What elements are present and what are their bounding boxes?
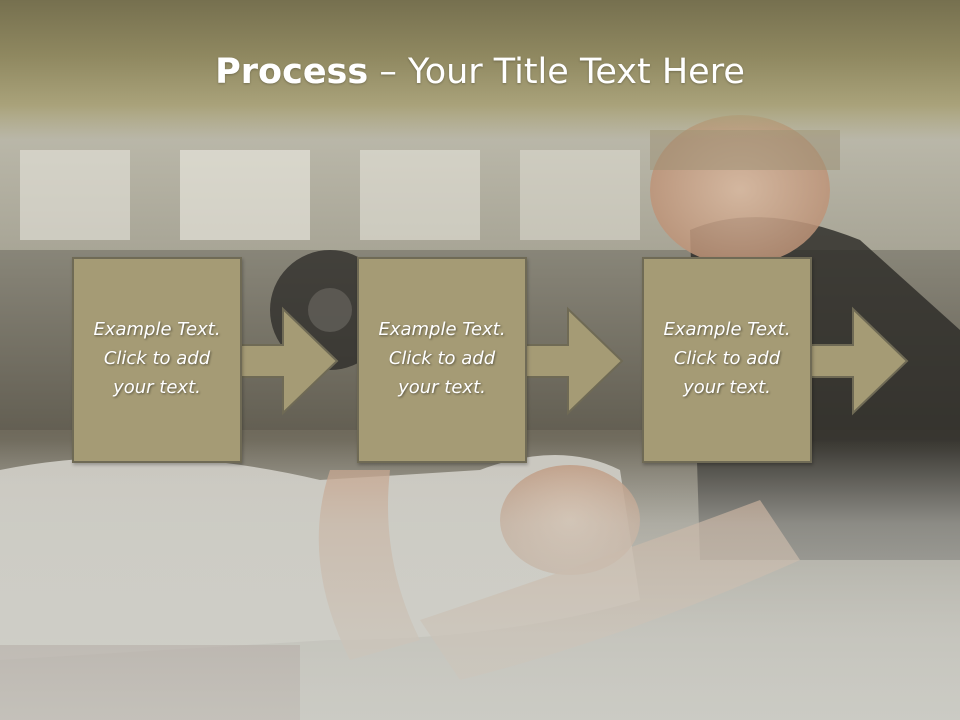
title-rest: – Your Title Text Here [368, 52, 745, 92]
step-box[interactable]: Example Text. Click to add your text. [72, 257, 242, 463]
step-text: Example Text. Click to add your text. [652, 315, 802, 402]
step-text-line: Example Text. [378, 318, 506, 340]
arrow-right-icon [521, 306, 624, 416]
slide-title[interactable]: Process – Your Title Text Here [0, 52, 960, 92]
step-text-line: your text. [683, 376, 771, 398]
process-step-3[interactable]: Example Text. Click to add your text. [642, 257, 912, 467]
title-bold: Process [215, 52, 369, 92]
header-band [0, 0, 960, 140]
step-text-line: Click to add [388, 347, 496, 369]
step-text-line: Click to add [673, 347, 781, 369]
step-text-line: Example Text. [93, 318, 221, 340]
process-step-1[interactable]: Example Text. Click to add your text. [72, 257, 342, 467]
step-text: Example Text. Click to add your text. [82, 315, 232, 402]
step-text: Example Text. Click to add your text. [367, 315, 517, 402]
step-box[interactable]: Example Text. Click to add your text. [642, 257, 812, 463]
bottom-fade-overlay [0, 440, 960, 720]
step-text-line: Click to add [103, 347, 211, 369]
process-step-2[interactable]: Example Text. Click to add your text. [357, 257, 627, 467]
arrow-right-icon [806, 306, 909, 416]
step-text-line: Example Text. [663, 318, 791, 340]
step-box[interactable]: Example Text. Click to add your text. [357, 257, 527, 463]
step-text-line: your text. [113, 376, 201, 398]
step-text-line: your text. [398, 376, 486, 398]
arrow-right-icon [236, 306, 339, 416]
